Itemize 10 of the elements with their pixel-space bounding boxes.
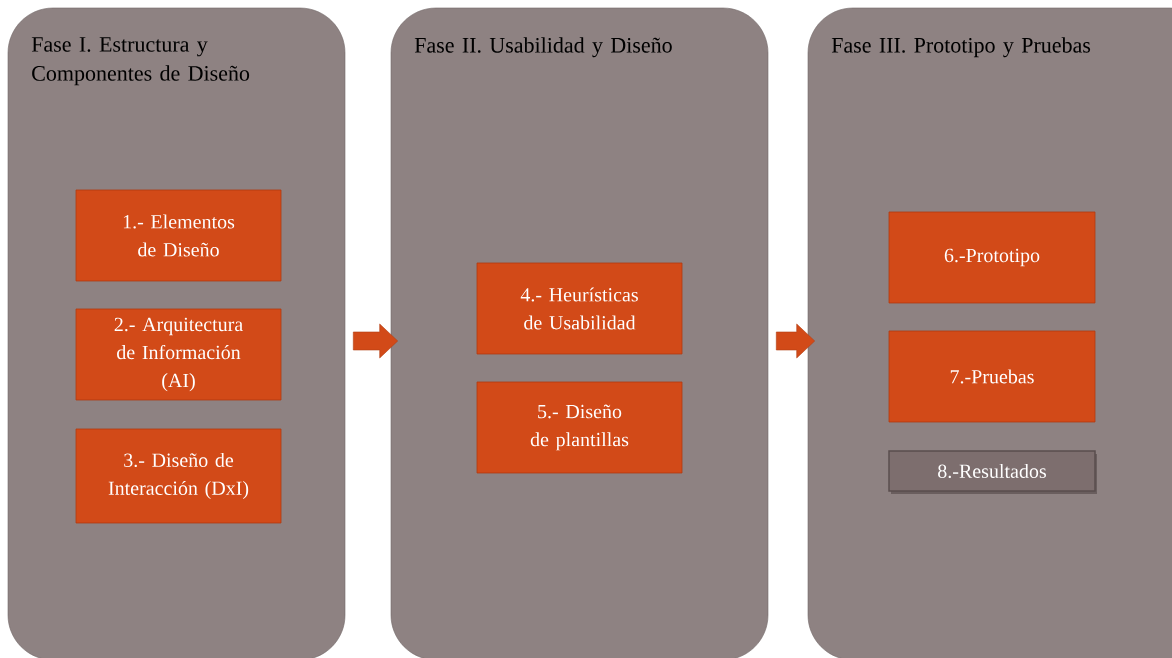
result-box: 8.-Resultados [888, 450, 1097, 494]
step-box: 7.-Pruebas [888, 330, 1096, 423]
step-box: 1.- Elementos de Diseño [75, 189, 282, 282]
step-box: 4.- Heurísticas de Usabilidad [476, 262, 683, 355]
step-box: 3.- Diseño de Interacción (DxI) [75, 428, 282, 524]
step-box: 6.-Prototipo [888, 211, 1096, 304]
step-box: 5.- Diseño de plantillas [476, 381, 683, 474]
block-arrow [353, 323, 398, 359]
block-arrow [776, 323, 815, 359]
step-box: 2.- Arquitectura de Información (AI) [75, 308, 282, 401]
